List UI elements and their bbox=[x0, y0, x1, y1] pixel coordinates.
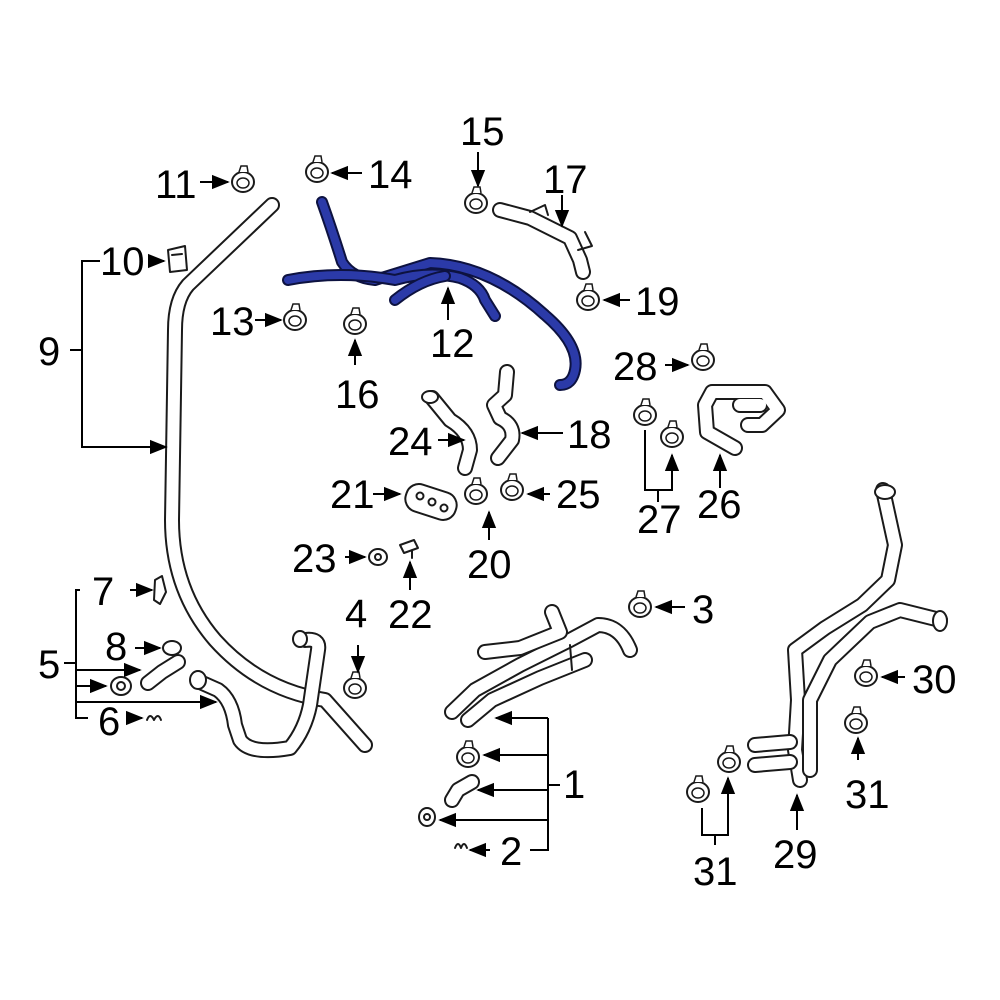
bolt-22 bbox=[399, 539, 419, 559]
washer-23 bbox=[368, 548, 388, 566]
clamp-4 bbox=[343, 671, 367, 699]
bleeder-7 bbox=[153, 575, 167, 605]
hose-assembly-5 bbox=[189, 630, 327, 759]
clamp-20 bbox=[464, 477, 488, 505]
clamp-25 bbox=[500, 473, 524, 501]
elbow-5 bbox=[140, 654, 186, 691]
clip-2 bbox=[454, 843, 468, 849]
seal-5 bbox=[110, 676, 132, 696]
clamp-31b bbox=[717, 745, 741, 773]
pipe-assembly-1 bbox=[444, 604, 638, 728]
clamp-27a bbox=[633, 398, 657, 426]
connector-10 bbox=[167, 245, 188, 273]
label-9: 9 bbox=[38, 330, 60, 374]
label-13: 13 bbox=[210, 300, 255, 344]
pipe-assembly-29 bbox=[747, 482, 948, 788]
label-8: 8 bbox=[105, 625, 127, 669]
highlighted-hose-12 bbox=[282, 196, 582, 391]
label-27: 27 bbox=[637, 498, 682, 542]
clamp-27b bbox=[660, 420, 684, 448]
label-11: 11 bbox=[155, 163, 197, 207]
clip-6 bbox=[146, 715, 162, 721]
label-18: 18 bbox=[567, 413, 612, 457]
pipe-18 bbox=[486, 364, 521, 466]
label-21: 21 bbox=[330, 473, 375, 517]
clamp-19 bbox=[576, 283, 600, 311]
gasket-21 bbox=[404, 483, 458, 521]
label-12: 12 bbox=[430, 322, 475, 366]
callout-labels: 1 2 3 4 5 6 7 8 9 10 11 12 13 14 15 16 1… bbox=[38, 110, 957, 894]
label-2: 2 bbox=[500, 830, 522, 874]
label-1: 1 bbox=[563, 763, 585, 807]
label-29: 29 bbox=[773, 833, 818, 877]
clamp-31a bbox=[686, 775, 710, 803]
label-31-bottom: 31 bbox=[693, 850, 738, 894]
label-20: 20 bbox=[467, 543, 512, 587]
clamp-14 bbox=[305, 155, 329, 183]
label-15: 15 bbox=[460, 110, 505, 154]
clamp-28 bbox=[691, 343, 715, 371]
label-24: 24 bbox=[388, 420, 433, 464]
clamp-11 bbox=[231, 165, 255, 193]
clamp-30 bbox=[854, 659, 878, 687]
o-ring-8 bbox=[162, 640, 182, 656]
clamp-31-right bbox=[844, 706, 868, 734]
clamp-3 bbox=[628, 590, 652, 618]
pipe-26 bbox=[697, 384, 786, 456]
label-31-right: 31 bbox=[845, 773, 890, 817]
clamp-15 bbox=[464, 186, 488, 214]
label-22: 22 bbox=[388, 593, 433, 637]
clamp-13 bbox=[283, 303, 307, 331]
seal-1 bbox=[418, 807, 436, 827]
label-25: 25 bbox=[556, 473, 601, 517]
label-6: 6 bbox=[98, 700, 120, 744]
clamp-16 bbox=[343, 307, 367, 335]
elbow-1 bbox=[444, 774, 480, 808]
label-3: 3 bbox=[692, 588, 714, 632]
label-4: 4 bbox=[345, 592, 367, 636]
bracket-pipe-17 bbox=[492, 202, 593, 280]
label-5: 5 bbox=[38, 643, 60, 687]
label-28: 28 bbox=[613, 345, 658, 389]
clamp-1-small bbox=[456, 740, 480, 768]
label-16: 16 bbox=[335, 373, 380, 417]
label-14: 14 bbox=[368, 153, 413, 197]
hose-12-main bbox=[318, 198, 580, 389]
leader-lines bbox=[64, 152, 905, 858]
label-23: 23 bbox=[292, 537, 337, 581]
coolant-pipe-9 bbox=[164, 197, 373, 753]
label-19: 19 bbox=[635, 280, 680, 324]
label-17: 17 bbox=[543, 158, 588, 202]
label-10: 10 bbox=[100, 240, 145, 284]
label-30: 30 bbox=[912, 658, 957, 702]
label-26: 26 bbox=[697, 483, 742, 527]
label-7: 7 bbox=[92, 570, 114, 614]
